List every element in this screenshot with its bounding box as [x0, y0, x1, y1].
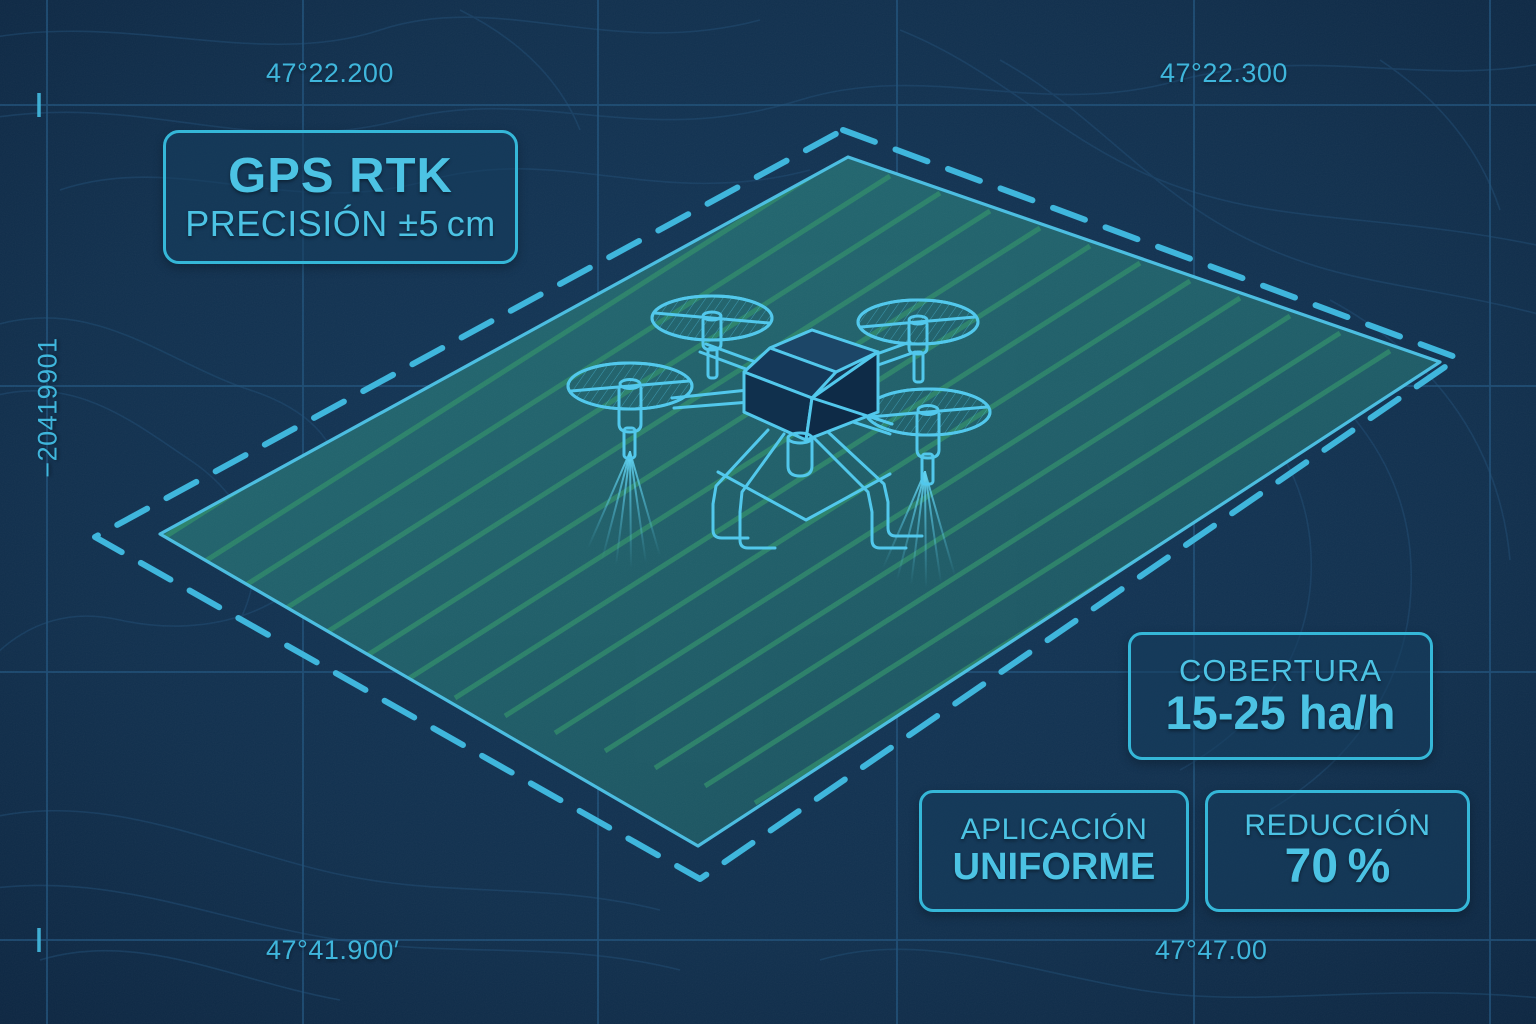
badge-aplicacion-title: APLICACIÓN [960, 813, 1148, 847]
badge-cobertura-value: 15-25 ha/h [1165, 686, 1396, 740]
badge-reduccion-value: 70 % [1284, 839, 1391, 893]
badge-reduccion: REDUCCIÓN 70 % [1205, 790, 1470, 912]
badge-gps-title: GPS RTK [228, 149, 453, 204]
badge-reduccion-title: REDUCCIÓN [1244, 809, 1431, 843]
coordinate-label-top-right: 47°22.300 [1160, 58, 1288, 88]
field-inner-edge [158, 155, 1442, 848]
coordinate-label-bottom-left: 47°41.900′ [266, 935, 400, 965]
badge-cobertura: COBERTURA 15-25 ha/h [1128, 632, 1433, 760]
landing-gear [711, 428, 924, 550]
badge-gps-value: PRECISIÓN ±5 cm [185, 202, 496, 244]
badge-gps-rtk: GPS RTK PRECISIÓN ±5 cm [163, 130, 518, 264]
rotor-assembly-front-left [566, 361, 752, 460]
spray-cone-right [882, 471, 956, 589]
coordinate-label-left-vertical: −20419901 [32, 337, 63, 478]
badge-aplicacion: APLICACIÓN UNIFORME [919, 790, 1189, 912]
badge-aplicacion-value: UNIFORME [952, 845, 1156, 888]
spray-cone-left [587, 451, 661, 569]
coordinate-label-top-left: 47°22.200 [266, 58, 394, 88]
field-boundary-dashed [92, 127, 1461, 882]
rotor-assembly-rear-left [650, 294, 774, 380]
coordinate-label-bottom-right: 47°47.00 [1155, 935, 1268, 965]
drone-body [742, 328, 880, 478]
badge-cobertura-title: COBERTURA [1178, 652, 1383, 688]
